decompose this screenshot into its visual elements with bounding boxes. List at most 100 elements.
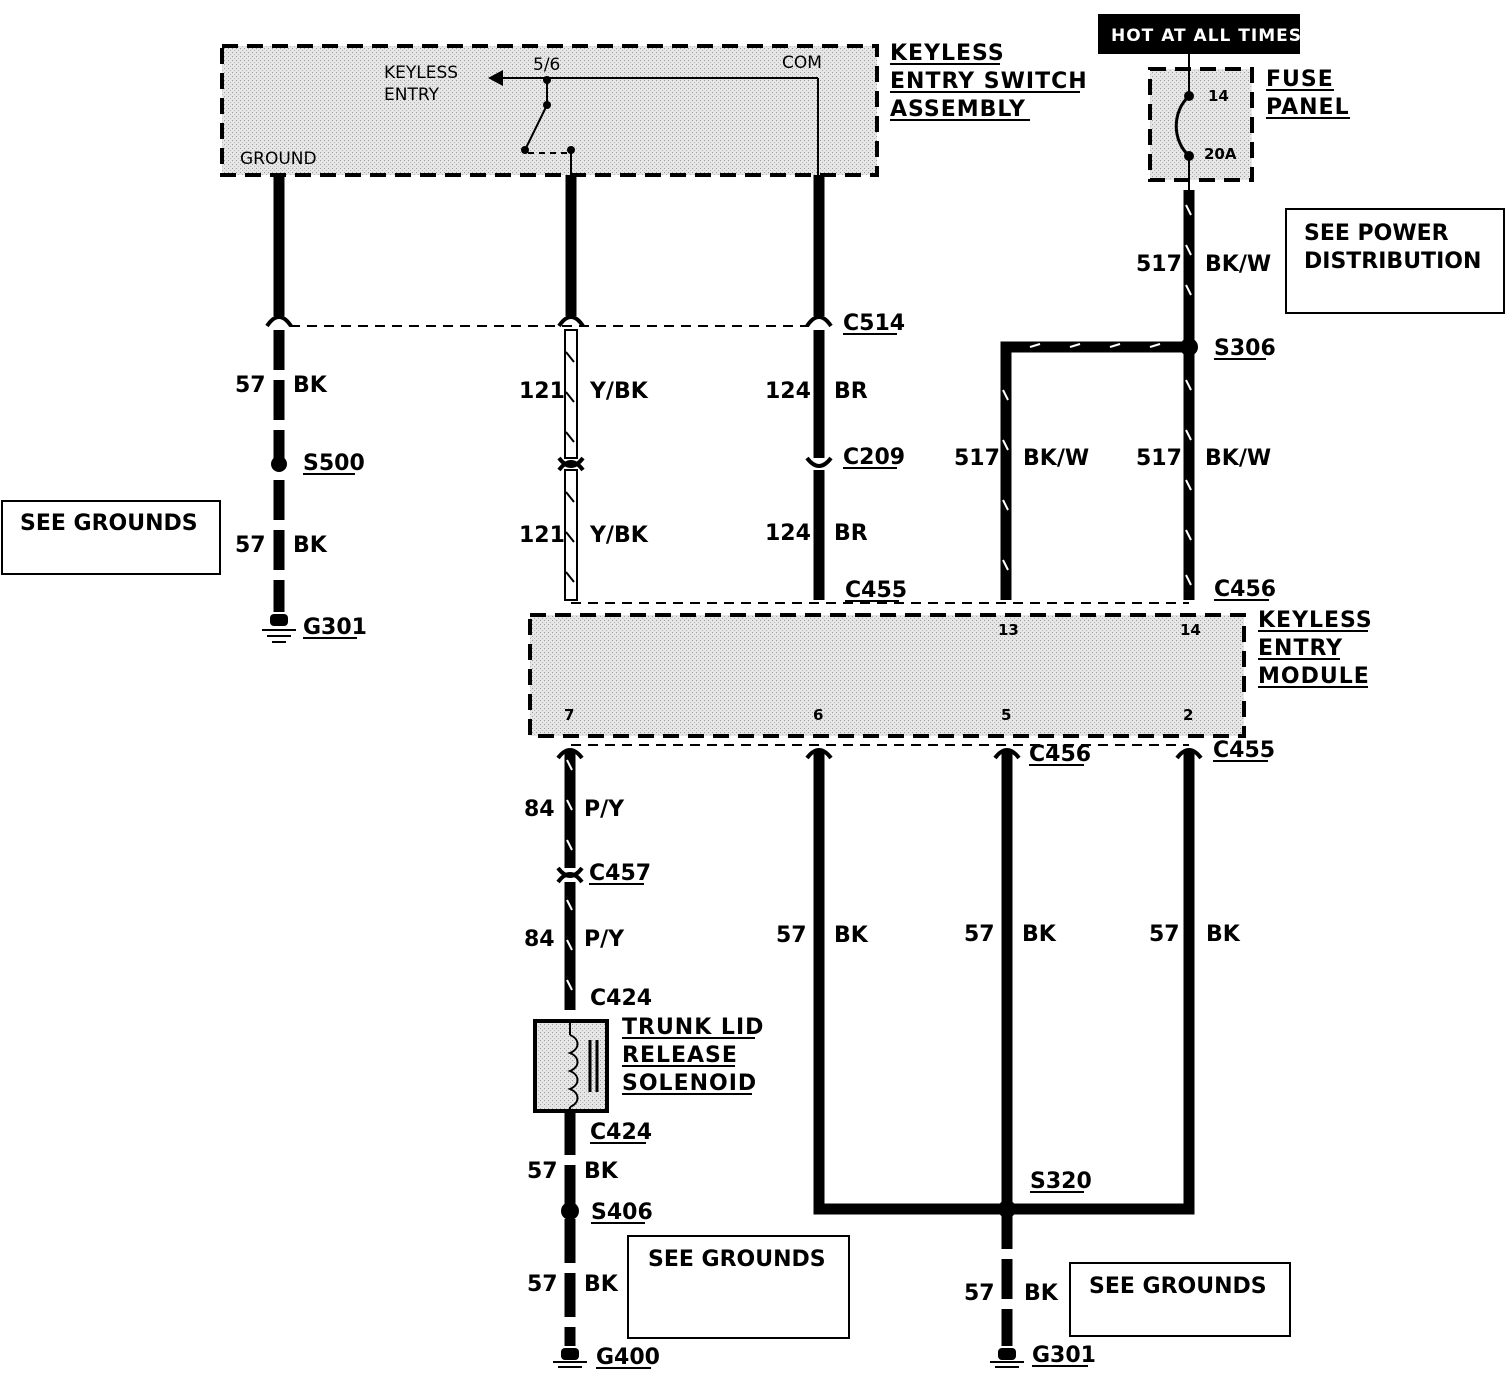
splice-s306-dot [1180,338,1198,356]
circuit-84-py: 84 P/Y C457 84 P/Y C424 [524,750,652,1011]
connector-c424-top-label: C424 [590,986,652,1011]
wire-57-label: 57 [964,922,995,947]
power-source: HOT AT ALL TIMES 14 20A FUSE PANEL [1098,14,1350,190]
fuse-panel-title-1: FUSE [1266,67,1334,92]
wire-py-label: P/Y [584,927,625,952]
wire-124-label: 124 [765,521,811,546]
see-power-distribution-line-2: DISTRIBUTION [1304,249,1481,274]
connector-c424-bottom-label: C424 [590,1120,652,1145]
terminal-com-label: COM [782,53,822,73]
wire-ybk-label: Y/BK [589,379,649,404]
module-title-2: ENTRY [1258,636,1343,661]
wire-bk-label: BK [1022,922,1057,947]
ground-g301-left-label: G301 [303,615,367,640]
wire-br-label: BR [834,521,868,546]
wire-517-label: 517 [1136,446,1182,471]
circuit-57-bk-solenoid: C424 57 BK S406 57 BK G400 [527,1111,660,1370]
wire-bk-label: BK [293,373,328,398]
module-pin-7: 7 [564,706,574,724]
wire-bk-label: BK [834,923,869,948]
switch-assembly-title-1: KEYLESS [890,41,1005,66]
connector-c209-label: C209 [843,445,905,470]
keyless-entry-switch-assembly: KEYLESS ENTRY 5/6 COM GROUND KEYLESS ENT… [220,41,1088,177]
switch-blade [524,104,548,151]
connector-c455-top-label: C455 [845,578,907,603]
wire-57-label: 57 [235,533,266,558]
wire-bk-label: BK [1024,1281,1059,1306]
wire-57-label: 57 [235,373,266,398]
wire-121-label: 121 [519,379,565,404]
splice-s406-label: S406 [591,1200,653,1225]
module-title-1: KEYLESS [1258,608,1373,633]
splice-s306-label: S306 [1214,336,1276,361]
wire-ybk-label: Y/BK [589,523,649,548]
keyless-entry-module: 13 14 7 6 5 2 KEYLESS ENTRY MODULE [528,608,1373,738]
wire-57-label: 57 [1149,922,1180,947]
hot-at-all-times-label: HOT AT ALL TIMES [1111,26,1302,46]
connector-c456-bottom-label: C456 [1029,742,1091,767]
wire-84-label: 84 [524,797,555,822]
solenoid-title-2: RELEASE [622,1043,738,1068]
wire-517-left-branch [1000,341,1189,600]
terminal-keyless-label-2: ENTRY [384,85,440,105]
hot-at-all-times-badge [1098,14,1300,54]
wire-57-label: 57 [776,923,807,948]
circuit-57-bk-module: S320 57 BK 57 BK 57 BK 57 BK G301 [556,748,1241,1368]
wire-121-label: 121 [519,523,565,548]
wire-84-label: 84 [524,927,555,952]
splice-s320-label: S320 [1030,1169,1092,1194]
see-power-distribution-line-1: SEE POWER [1304,221,1449,246]
wire-bk-label: BK [1206,922,1241,947]
see-grounds-label-left: SEE GROUNDS [20,511,198,536]
wire-121-ybk-striped-2 [564,469,578,601]
fuse-number: 14 [1208,87,1229,105]
wire-bk-label: BK [293,533,328,558]
fuse-rating: 20A [1204,145,1237,163]
switch-assembly-title-3: ASSEMBLY [890,97,1026,122]
circuit-121-ybk: 121 Y/BK 121 Y/BK [519,175,649,601]
connector-c455-bottom-label: C455 [1213,738,1275,763]
fuse-panel-box [1148,67,1254,182]
see-grounds-box-middle: SEE GROUNDS [627,1235,850,1339]
switch-assembly-box [220,44,879,177]
module-pin-14: 14 [1180,621,1201,639]
see-grounds-label-middle: SEE GROUNDS [648,1247,826,1272]
module-pin-6: 6 [813,706,823,724]
fuse-element [1174,94,1191,158]
splice-s500-dot [271,456,287,472]
ground-g400-label: G400 [596,1345,660,1370]
terminal-ground-label: GROUND [240,149,317,169]
ground-g301-left-icon [262,614,296,643]
module-pin-13: 13 [998,621,1019,639]
module-pin-5: 5 [1001,706,1011,724]
module-box [528,613,1246,738]
wire-57-label: 57 [527,1272,558,1297]
splice-s500-label: S500 [303,451,365,476]
wire-517-label: 517 [1136,252,1182,277]
wire-bkw-label: BK/W [1205,446,1271,471]
wire-57-label: 57 [964,1281,995,1306]
solenoid-coil-icon [567,1034,579,1108]
fuse-panel-title-2: PANEL [1266,95,1350,120]
splice-s406-dot [561,1202,579,1220]
wire-517-label: 517 [954,446,1000,471]
ground-g400-icon [553,1348,587,1368]
see-power-distribution-box: SEE POWER DISTRIBUTION [1285,208,1505,314]
see-grounds-box-right: SEE GROUNDS [1069,1262,1291,1337]
switch-assembly-title-2: ENTRY SWITCH [890,69,1088,94]
ground-g301-right-label: G301 [1032,1343,1096,1368]
circuit-57-bk-left: 57 BK S500 57 BK G301 [235,175,367,643]
module-title-3: MODULE [1258,664,1370,689]
wire-bkw-label: BK/W [1023,446,1089,471]
connector-c457-label: C457 [589,861,651,886]
see-grounds-box-left: SEE GROUNDS [1,500,221,575]
terminal-56-label: 5/6 [533,55,560,75]
trunk-lid-release-solenoid: TRUNK LID RELEASE SOLENOID [533,1015,764,1113]
wire-py-label: P/Y [584,797,625,822]
circuit-517-bkw: S306 517 BK/W 517 BK/W 517 BK/W [954,190,1276,600]
terminal-keyless-label-1: KEYLESS [384,63,458,83]
wire-57-label: 57 [527,1159,558,1184]
solenoid-title-1: TRUNK LID [622,1015,764,1040]
connector-c514-label: C514 [843,311,905,336]
